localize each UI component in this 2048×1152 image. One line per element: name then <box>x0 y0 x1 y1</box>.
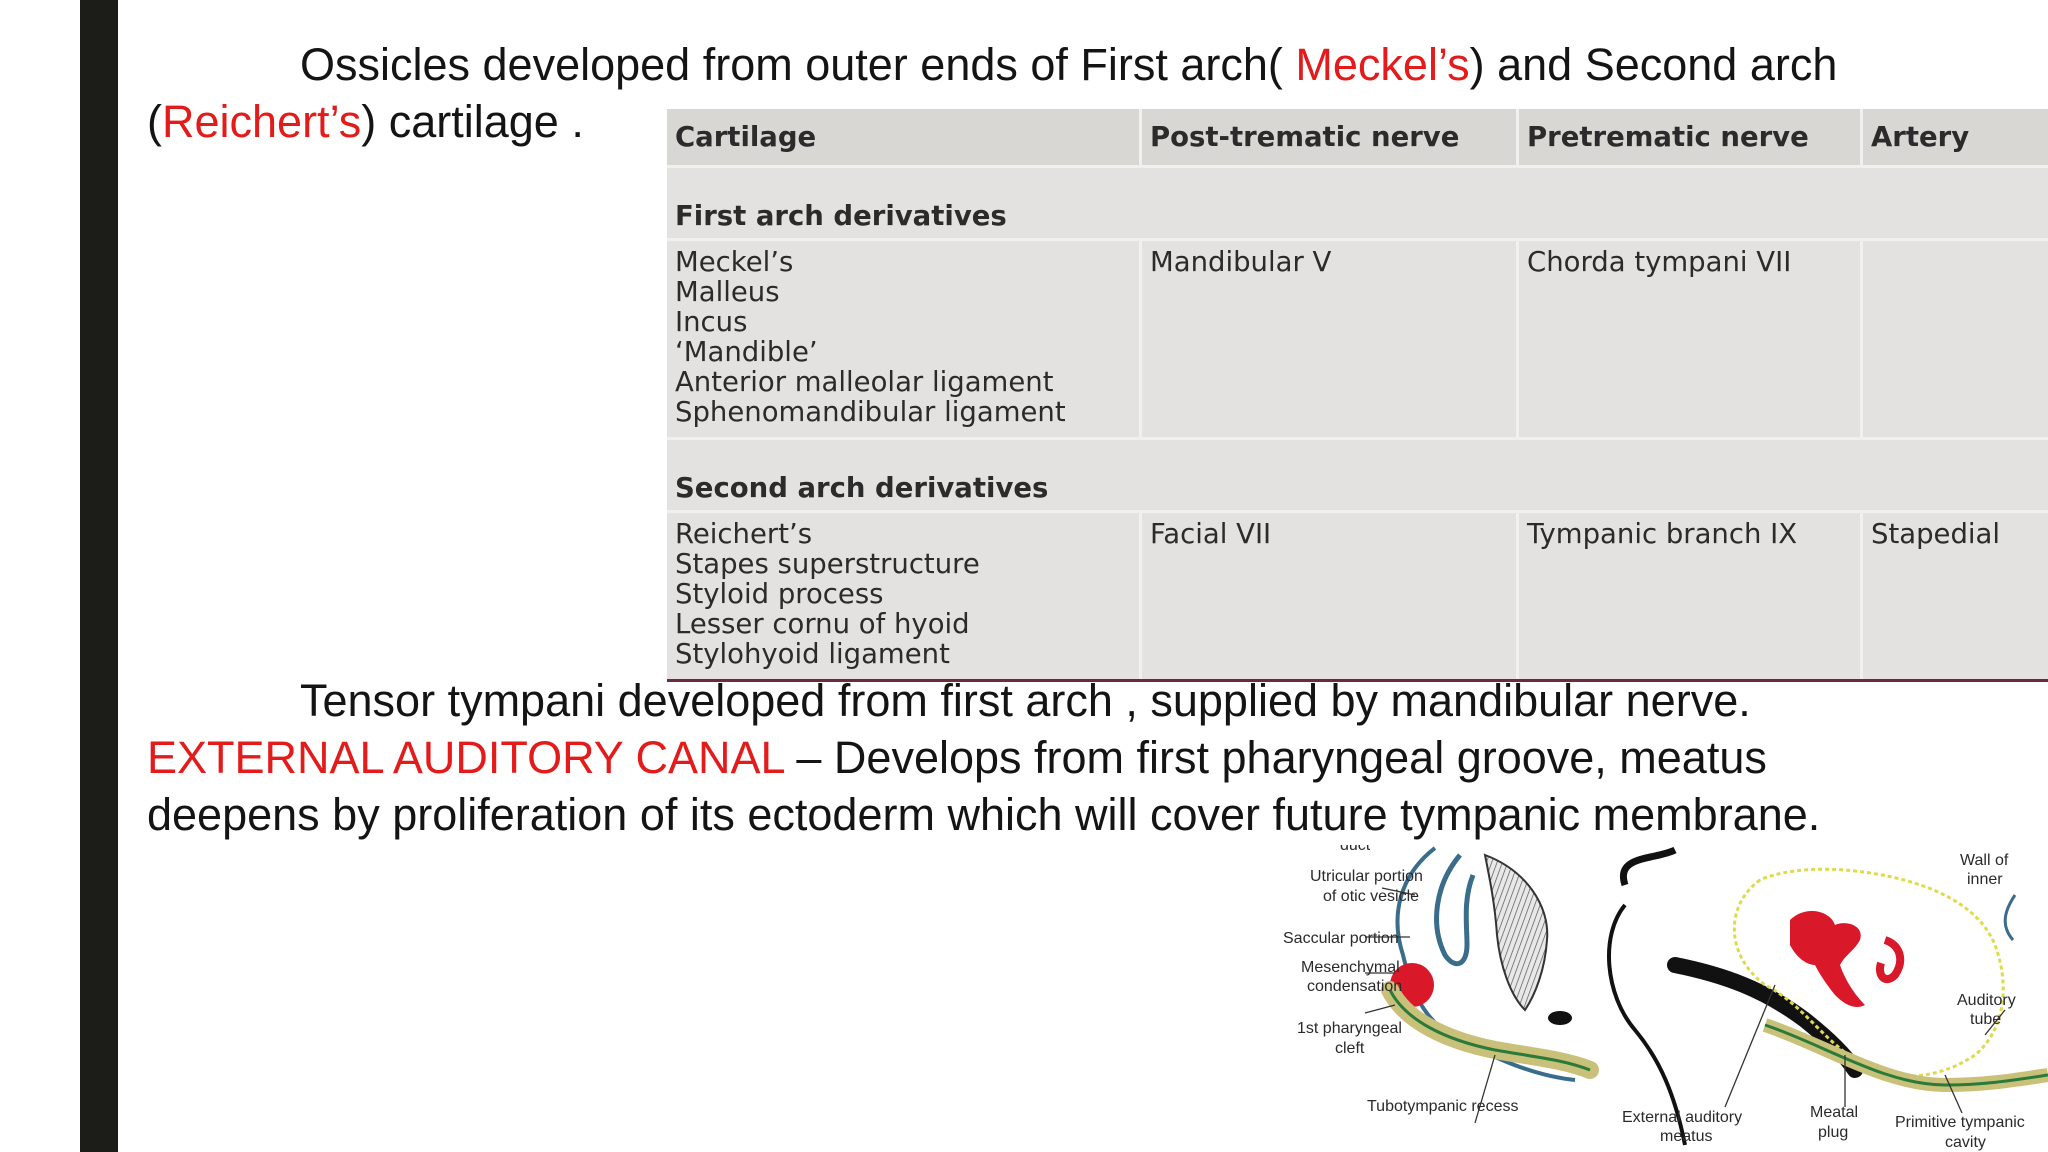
leader-line <box>1381 887 1416 896</box>
label-saccular: Saccular portion <box>1283 930 1399 947</box>
leader-line <box>1474 1054 1496 1124</box>
post-trematic-cell: Mandibular V <box>1142 238 1519 437</box>
eac-text: – Develops from first pharyngeal groove,… <box>783 732 1767 783</box>
header-post-trematic: Post-trematic nerve <box>1142 109 1519 165</box>
inner-ear-wall <box>2003 894 2017 941</box>
list-item: Malleus <box>675 276 780 308</box>
reichert-highlight: Reichert’s <box>162 96 362 147</box>
label-auditory: Auditory <box>1957 992 2016 1009</box>
label-meatal: Meatal <box>1810 1104 1858 1121</box>
label-utricular: Utricular portion <box>1310 868 1423 885</box>
cartilage-cell: Meckel’s Malleus Incus ‘Mandible’ Anteri… <box>667 238 1142 437</box>
slide-left-bar <box>80 0 118 1152</box>
section-row-first-arch: First arch derivatives <box>667 165 2048 238</box>
artery-cell: Stapedial <box>1863 510 2048 679</box>
hatched-structure <box>1483 853 1549 1012</box>
label-cleft: cleft <box>1335 1040 1365 1057</box>
tensor-text: Tensor tympani developed from first arch… <box>300 675 1751 726</box>
leader-line <box>1364 1004 1396 1014</box>
eac-text-2: deepens by proliferation of its ectoderm… <box>147 789 1821 840</box>
list-item: Stapes superstructure <box>675 548 980 580</box>
pretrematic-cell: Chorda tympani VII <box>1519 238 1863 437</box>
eac-highlight: EXTERNAL AUDITORY CANAL <box>147 732 784 783</box>
leader-line <box>1984 1009 2006 1036</box>
header-artery: Artery <box>1863 109 2048 165</box>
header-cartilage: Cartilage <box>667 109 1142 165</box>
left-panel-drawing <box>1364 846 1599 1124</box>
label-pharyngeal: 1st pharyngeal <box>1297 1020 1402 1037</box>
post-trematic-cell: Facial VII <box>1142 510 1519 679</box>
meckel-highlight: Meckel’s <box>1295 39 1470 90</box>
label-condensation: condensation <box>1307 978 1402 995</box>
list-item: Incus <box>675 306 748 338</box>
cleft-dot <box>1548 1011 1572 1025</box>
figure-background <box>1205 845 2048 1152</box>
artery-cell <box>1863 238 2048 437</box>
table-row: Reichert’s Stapes superstructure Styloid… <box>667 510 2048 679</box>
label-utricular-2: of otic vesicle <box>1323 888 1419 905</box>
cleft-outline <box>1388 989 1591 1072</box>
leader-line <box>1944 1074 1963 1114</box>
ear-development-figure: duct Utricular portion of otic vesicle S… <box>1205 845 2048 1152</box>
list-item: Reichert’s <box>675 518 813 550</box>
label-cavity: cavity <box>1945 1134 1986 1151</box>
list-item: Stylohyoid ligament <box>675 638 950 670</box>
label-wall: Wall of <box>1960 852 2009 869</box>
intro-paragraph: Ossicles developed from outer ends of Fi… <box>147 36 1837 150</box>
list-item: Meckel’s <box>675 246 794 278</box>
header-pretrematic: Pretrematic nerve <box>1519 109 1863 165</box>
auricle-outline <box>1619 846 1677 887</box>
arch-derivatives-table: Cartilage Post-trematic nerve Pretremati… <box>667 109 2048 682</box>
label-inner: inner <box>1967 871 2003 888</box>
list-item: Lesser cornu of hyoid <box>675 608 970 640</box>
list-item: Sphenomandibular ligament <box>675 396 1066 428</box>
tensor-paragraph: Tensor tympani developed from first arch… <box>147 672 1820 843</box>
label-external: External auditory <box>1622 1109 1742 1126</box>
label-duct: duct <box>1340 845 1371 854</box>
right-panel-drawing <box>1607 846 2048 1146</box>
label-plug: plug <box>1818 1124 1848 1141</box>
external-meatus-wall <box>1607 903 1687 1146</box>
intro-text-3: ) cartilage . <box>361 96 584 147</box>
label-tubotympanic: Tubotympanic recess <box>1367 1098 1518 1115</box>
section-title: First arch derivatives <box>667 165 2048 238</box>
section-row-second-arch: Second arch derivatives <box>667 437 2048 510</box>
auditory-tube-outline <box>1764 1023 2048 1087</box>
table-row: Meckel’s Malleus Incus ‘Mandible’ Anteri… <box>667 238 2048 437</box>
stapes-shape <box>1876 936 1905 984</box>
ossicle-shape <box>1790 910 1865 1007</box>
list-item: ‘Mandible’ <box>675 336 818 368</box>
label-mesenchymal: Mesenchymal <box>1301 959 1400 976</box>
saccular-outline <box>1434 853 1476 967</box>
pretrematic-cell: Tympanic branch IX <box>1519 510 1863 679</box>
label-primitive: Primitive tympanic <box>1895 1114 2025 1131</box>
section-title: Second arch derivatives <box>667 437 2048 510</box>
label-meatus: meatus <box>1660 1128 1712 1145</box>
cartilage-cell: Reichert’s Stapes superstructure Styloid… <box>667 510 1142 679</box>
label-tube: tube <box>1970 1011 2001 1028</box>
intro-paren-open: ( <box>147 96 162 147</box>
intro-text-1: Ossicles developed from outer ends of Fi… <box>300 39 1296 90</box>
list-item: Anterior malleolar ligament <box>675 366 1054 398</box>
leader-line <box>1724 984 1776 1108</box>
list-item: Styloid process <box>675 578 884 610</box>
table-header-row: Cartilage Post-trematic nerve Pretremati… <box>667 109 2048 165</box>
intro-text-2: ) and Second arch <box>1469 39 1838 90</box>
